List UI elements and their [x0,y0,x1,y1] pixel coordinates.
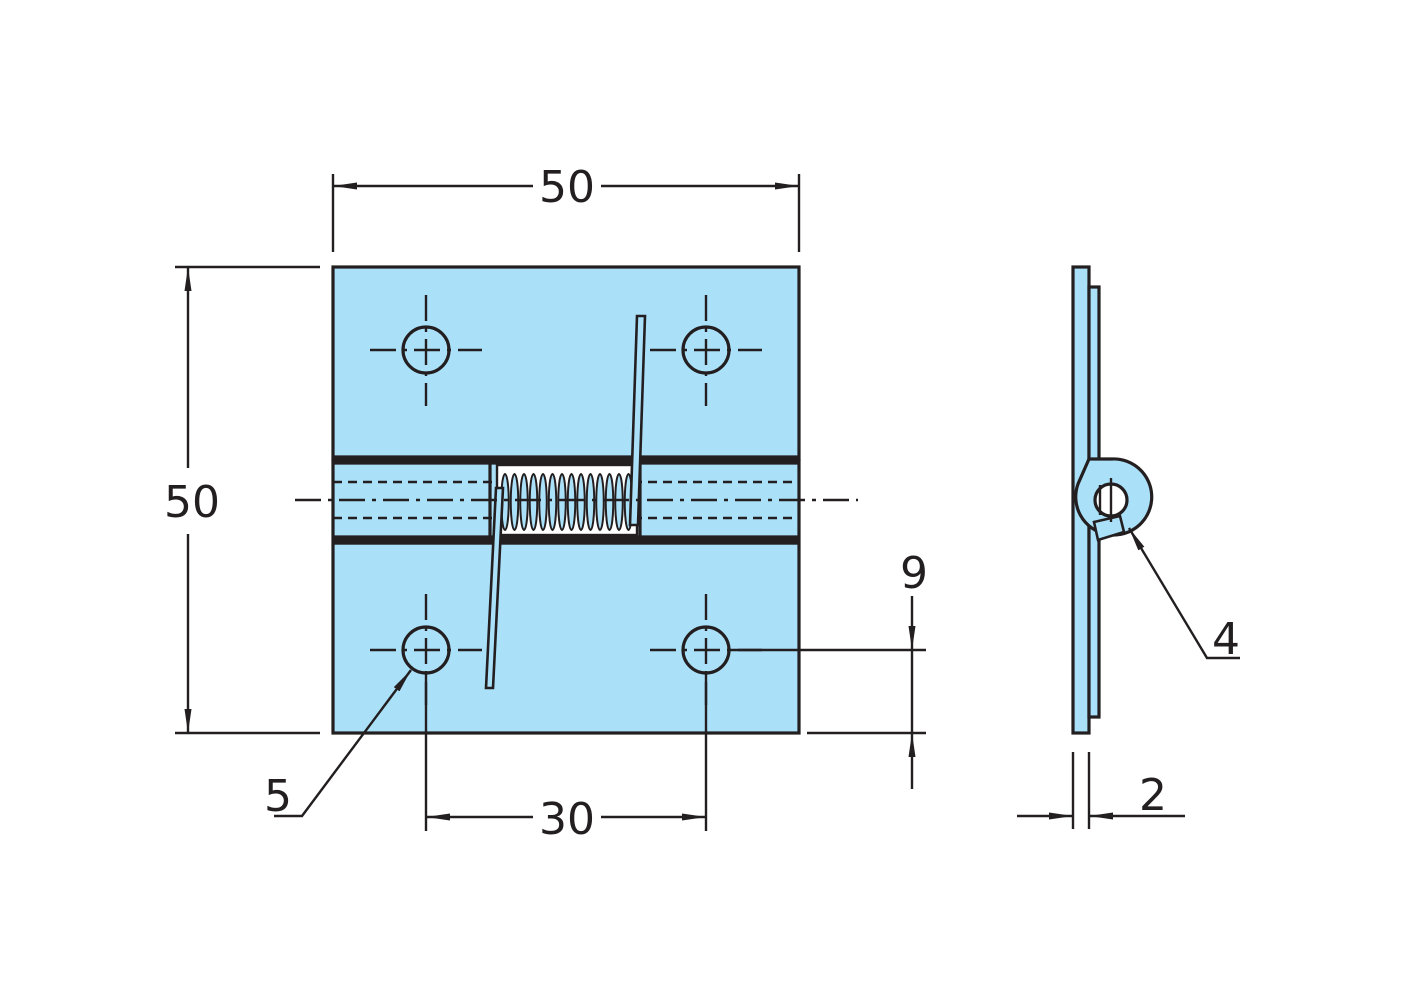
width-dimension-label: 50 [539,162,595,213]
pin-diameter-leader: 4 [1127,527,1240,665]
front-view [295,265,858,735]
bottom-leaf [331,541,801,735]
spring-coil [519,472,529,532]
torsion-spring [500,472,634,532]
spring-coil [585,472,596,532]
top-leaf [331,265,801,461]
spring-lower-leg [484,486,505,690]
thickness-dimension: 2 [1017,752,1185,829]
spring-coil [547,472,558,532]
hole-spacing-dimension-label: 30 [539,794,595,845]
hole-diameter-leader: 5 [264,669,412,822]
height-dimension: 50 [164,265,320,735]
hole-edge-offset-dimension-label: 9 [900,548,928,599]
spring-upper-leg [628,314,647,527]
hole-diameter-label: 5 [264,771,292,822]
mounting-hole-top-left [370,295,482,406]
spring-coil [576,472,586,532]
hole-edge-offset-dimension: 9 [730,548,928,789]
mounting-hole-top-right [650,295,762,406]
width-dimension: 50 [331,162,801,252]
spring-coil [614,472,624,532]
spring-coil [557,472,567,532]
hole-spacing-dimension: 30 [424,674,708,845]
spring-coil [604,472,615,532]
side-view [1071,265,1154,735]
spring-coil [509,472,520,532]
height-dimension-label: 50 [164,477,220,528]
thickness-dimension-label: 2 [1139,770,1167,821]
spring-coil [538,472,548,532]
spring-coil [595,472,605,532]
spring-coil [566,472,577,532]
pin-diameter-label: 4 [1212,614,1240,665]
spring-coil [528,472,539,532]
